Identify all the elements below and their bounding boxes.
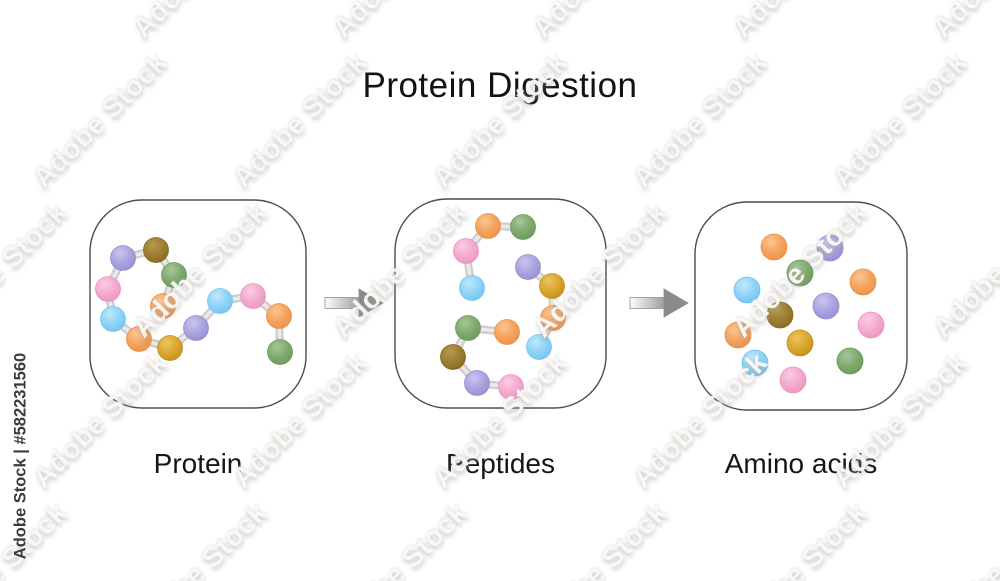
purple-bead (110, 245, 136, 271)
protein-label: Protein (153, 448, 243, 479)
brown-bead (143, 237, 169, 263)
brown-bead (440, 344, 466, 370)
green-bead (267, 339, 293, 365)
pink-bead (453, 238, 479, 264)
purple-bead (515, 254, 541, 280)
page-title: Protein Digestion (362, 66, 638, 105)
pink-bead (857, 311, 885, 339)
peptides-label: Peptides (446, 448, 555, 479)
lightblue-bead (207, 288, 233, 314)
panel-peptides (394, 198, 607, 409)
green-bead (836, 347, 864, 375)
pink-bead (779, 366, 807, 394)
orange-bead (475, 213, 501, 239)
green-bead (455, 315, 481, 341)
lightblue-bead (741, 349, 769, 377)
orange-bead (126, 326, 152, 352)
gold-bead (539, 273, 565, 299)
gold-bead (157, 335, 183, 361)
lightblue-bead (733, 276, 761, 304)
arrow-icon (324, 288, 384, 318)
pink-bead (240, 283, 266, 309)
orange-bead (540, 305, 566, 331)
brown-bead (766, 301, 794, 329)
green-bead (161, 262, 187, 288)
purple-bead (183, 315, 209, 341)
pink-bead (95, 276, 121, 302)
orange-bead (724, 321, 752, 349)
purple-bead (816, 234, 844, 262)
lightblue-bead (100, 306, 126, 332)
lightblue-bead (526, 334, 552, 360)
amino-acids-label: Amino acids (724, 448, 878, 479)
orange-bead (150, 293, 176, 319)
pink-bead (498, 374, 524, 400)
panel-protein (89, 199, 307, 409)
gold-bead (786, 329, 814, 357)
purple-bead (464, 370, 490, 396)
lightblue-bead (459, 275, 485, 301)
protein-box (89, 199, 307, 409)
orange-bead (494, 319, 520, 345)
orange-bead (849, 268, 877, 296)
arrow-icon (629, 288, 689, 318)
orange-bead (266, 303, 292, 329)
orange-bead (760, 233, 788, 261)
green-bead (786, 259, 814, 287)
panel-amino-acids (694, 201, 908, 411)
green-bead (510, 214, 536, 240)
purple-bead (812, 292, 840, 320)
